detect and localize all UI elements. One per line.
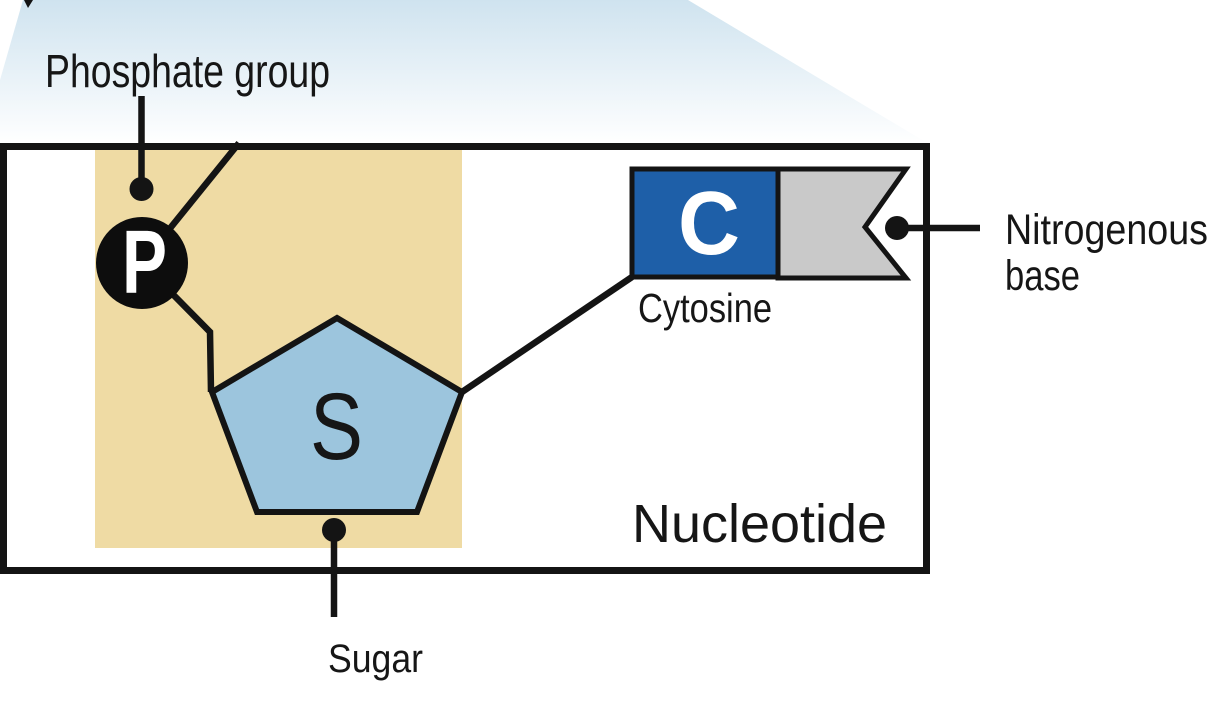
phosphate-symbol: P: [122, 213, 167, 313]
sugar-leader-dot: [322, 518, 346, 542]
base-flag: [775, 166, 912, 281]
nucleotide-label: Nucleotide: [632, 494, 887, 554]
base-letter-box: [629, 166, 781, 280]
nucleotide-box-border: [0, 143, 930, 574]
phosphate-circle: [96, 217, 188, 309]
nitrogenous-base-label-line1: Nitrogenous: [1005, 206, 1208, 254]
cytosine-label: Cytosine: [638, 285, 772, 331]
bond-sugar-to-base: [460, 274, 634, 395]
sugar-label: Sugar: [328, 637, 423, 681]
zoom-beam: [0, 0, 929, 144]
nitrogenous-base-label-line2: base: [1005, 252, 1080, 300]
sugar-symbol: S: [310, 374, 363, 480]
phosphate-leader-dot: [129, 177, 154, 201]
cytosine-symbol: C: [678, 174, 740, 274]
sugar-pentagon: [208, 314, 466, 515]
phosphate-group-label: Phosphate group: [45, 45, 330, 97]
cropped-strand-sliver: [24, 0, 33, 8]
